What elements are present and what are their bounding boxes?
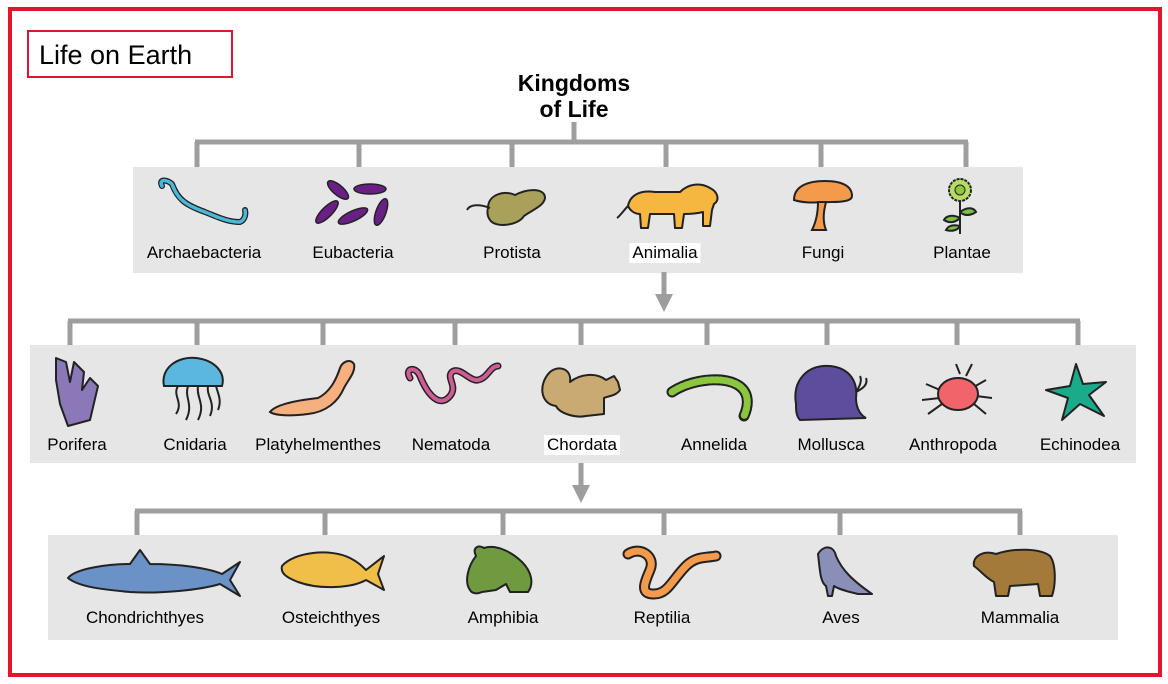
class-labels: Chondrichthyes Osteichthyes Amphibia Rep… (0, 608, 1168, 630)
arrow-head-chordata (572, 485, 590, 503)
shark-icon (67, 549, 241, 597)
phylum-labels: Porifera Cnidaria Platyhelmenthes Nemato… (0, 435, 1168, 457)
kingdom-label-animalia: Animalia (629, 243, 701, 263)
archaebacteria-icon (158, 177, 249, 225)
frog-icon (466, 545, 533, 595)
fungi-mushroom-icon (792, 179, 854, 231)
phylum-label-nematoda: Nematoda (411, 435, 491, 454)
title-box: Life on Earth (27, 30, 233, 78)
class-label-chondrichthyes: Chondrichthyes (85, 608, 205, 627)
fish-icon (280, 551, 385, 591)
outer-frame (8, 7, 1162, 677)
bear-icon (972, 548, 1056, 597)
class-label-mammalia: Mammalia (980, 608, 1060, 627)
phylum-label-cnidaria: Cnidaria (163, 435, 227, 454)
arrow-head-animalia (655, 294, 673, 312)
phylum-label-anthropoda: Anthropoda (909, 435, 997, 454)
class-label-amphibia: Amphibia (467, 608, 539, 627)
class-label-reptilia: Reptilia (633, 608, 691, 627)
plantae-flower-icon (942, 178, 978, 234)
animalia-lion-icon (616, 183, 719, 229)
protista-icon (466, 189, 547, 226)
phylum-label-mollusca: Mollusca (797, 435, 865, 454)
kingdom-labels: Archaebacteria Eubacteria Protista Anima… (0, 243, 1168, 265)
cnidaria-jellyfish-icon (162, 356, 224, 421)
bird-icon (817, 546, 873, 597)
class-label-aves: Aves (822, 608, 860, 627)
phylum-label-porifera: Porifera (47, 435, 107, 454)
porifera-sponge-icon (55, 357, 99, 427)
snake-icon (622, 545, 722, 600)
root-title-line2: of Life (539, 96, 609, 122)
flatworm-icon (268, 360, 356, 417)
kingdom-label-plantae: Plantae (933, 243, 991, 262)
anthropoda-bug-icon (921, 363, 993, 415)
kingdom-label-protista: Protista (483, 243, 541, 262)
phylum-label-annelida: Annelida (680, 435, 748, 454)
annelida-worm-icon (666, 374, 753, 422)
root-title: Kingdoms of Life (474, 70, 674, 122)
phylum-label-echinodea: Echinodea (1039, 435, 1121, 454)
kingdom-label-fungi: Fungi (801, 243, 845, 262)
root-title-line1: Kingdoms (517, 70, 631, 96)
eubacteria-icon (315, 180, 389, 227)
echinodea-starfish-icon (1045, 363, 1107, 421)
kingdom-label-archaebacteria: Archaebacteria (146, 243, 262, 262)
roundworm-icon (404, 362, 502, 405)
phylum-label-platyhelmenthes: Platyhelmenthes (255, 435, 381, 454)
phylum-label-chordata: Chordata (544, 435, 620, 455)
page-title: Life on Earth (39, 40, 193, 70)
kingdoms-band (133, 167, 1023, 273)
mollusca-snail-icon (794, 364, 868, 422)
class-label-osteichthyes: Osteichthyes (281, 608, 381, 627)
kingdom-label-eubacteria: Eubacteria (312, 243, 394, 262)
chordata-squirrel-icon (541, 367, 621, 418)
